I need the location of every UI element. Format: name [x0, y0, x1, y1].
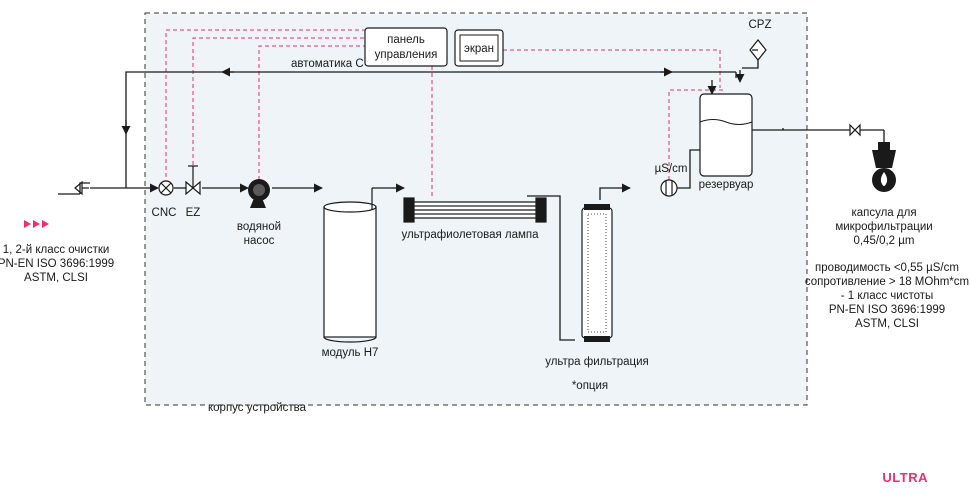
ez-label: EZ	[186, 207, 201, 219]
ultrafiltration-label: ультра фильтрация	[545, 356, 649, 368]
control-panel-box	[364, 27, 448, 67]
cpz-label: CPZ	[749, 19, 772, 31]
control-panel-label: панель	[387, 34, 425, 46]
inlet-class-label: 1, 2-й класс очистки	[3, 244, 110, 256]
microfiltration-capsule-icon	[872, 142, 896, 192]
capsule-label: капсула для	[851, 207, 916, 219]
inlet-check-valve-icon	[74, 180, 89, 196]
ultrafiltration-option: *опция	[572, 380, 608, 392]
inlet-arrows	[24, 220, 49, 228]
h7-module-icon	[323, 188, 377, 343]
conductivity-label: µS/cm	[655, 163, 688, 175]
spec-conductivity: проводимость <0,55 µS/cm	[815, 262, 959, 274]
inlet-standard-label: PN-EN ISO 3696:1999	[0, 258, 114, 270]
cnc-valve-icon	[158, 180, 174, 196]
automation-label: автоматика C	[291, 58, 364, 70]
reservoir-label: резервуар	[699, 179, 754, 191]
pump-label: водяной	[237, 221, 281, 233]
screen-box	[454, 29, 504, 67]
cpz-filter-icon	[749, 39, 767, 61]
module-label: модуль H7	[322, 347, 379, 359]
outlet-valve-icon	[849, 123, 861, 137]
inlet-astm-label: ASTM, CLSI	[24, 272, 88, 284]
ultrafiltration-cartridge-icon	[581, 204, 613, 342]
spec-resistance: сопротивление > 18 MOhm*cm	[805, 276, 969, 288]
reservoir-icon	[699, 93, 753, 177]
control-signal-lines	[165, 29, 725, 196]
water-pump-icon	[248, 179, 270, 208]
spec-astm: ASTM, CLSI	[855, 318, 919, 330]
spec-standard: PN-EN ISO 3696:1999	[829, 304, 945, 316]
water-path	[58, 60, 885, 341]
capsule-label-2: микрофильтрации	[835, 221, 932, 233]
control-panel-label-2: управления	[375, 49, 438, 61]
spec-class: - 1 класс чистоты	[841, 290, 934, 302]
uv-lamp-icon	[403, 197, 547, 223]
screen-label: экран	[464, 43, 494, 55]
ez-valve-icon	[185, 165, 201, 196]
cnc-label: CNC	[152, 207, 177, 219]
housing-label: корпус устройства	[208, 402, 307, 414]
brand-label: ULTRA	[882, 470, 928, 485]
uv-lamp-label: ультрафиолетовая лампа	[401, 229, 539, 241]
conductivity-cell-icon	[660, 179, 678, 197]
capsule-label-3: 0,45/0,2 µm	[854, 235, 915, 247]
pump-label-2: насос	[244, 235, 275, 247]
